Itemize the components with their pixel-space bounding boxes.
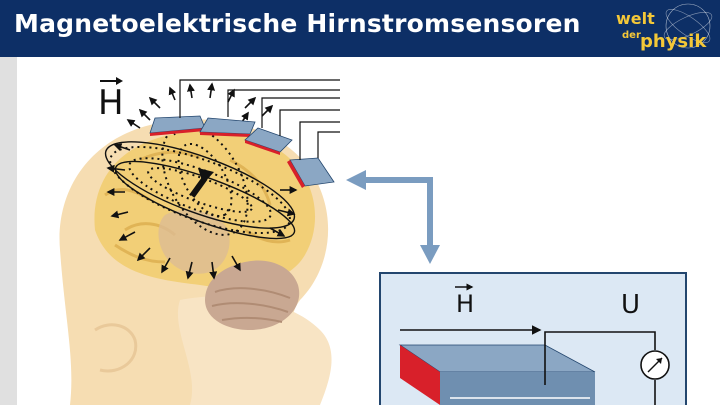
sensor-plate-2: [199, 117, 256, 137]
logo-word-welt: welt: [616, 9, 655, 28]
dipole-arrow: [189, 168, 214, 198]
page-title: Magnetoelektrische Hirnstromsensoren: [14, 9, 581, 38]
sensor-leads: [179, 79, 340, 160]
voltage-label: U: [621, 290, 641, 320]
header-bar: Magnetoelektrische Hirnstromsensoren wel…: [0, 0, 720, 57]
sensor-plate-4: [287, 157, 335, 188]
sensor-layer-stack: [398, 344, 596, 405]
sensor-plate-3: [244, 127, 293, 155]
connector-arrow: [346, 170, 440, 264]
left-margin-bar: [0, 57, 17, 405]
field-label-h-inset: H: [456, 290, 475, 318]
vector-arrow-icon: [100, 77, 123, 85]
field-arrows: [106, 82, 298, 280]
field-boundary-ellipses: [104, 141, 296, 240]
logo-word-physik: physik: [640, 31, 707, 52]
welt-der-physik-logo: welt der physik: [616, 3, 713, 52]
inset-panel: [379, 272, 687, 405]
field-label-h-main: H: [98, 83, 124, 123]
diagram-canvas: [59, 79, 687, 405]
voltmeter-icon: [640, 350, 670, 380]
logo-word-der: der: [622, 30, 641, 41]
sensor-plates: [149, 115, 335, 188]
